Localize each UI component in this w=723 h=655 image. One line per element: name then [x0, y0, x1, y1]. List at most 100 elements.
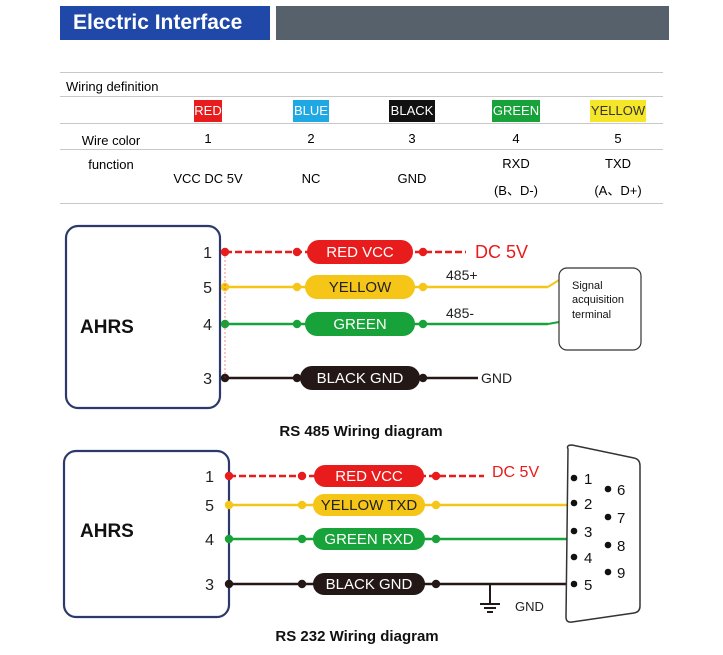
pin-number: 5 — [614, 131, 622, 146]
wire-terminal-dot — [297, 471, 307, 481]
color-swatch-red: RED — [194, 100, 222, 122]
wire-pill-label: YELLOW — [329, 279, 392, 296]
db9-connector — [565, 444, 641, 623]
color-swatch-yellow: YELLOW — [590, 100, 646, 122]
wire-terminal-dot — [292, 247, 302, 257]
function-text: VCC DC 5V — [173, 171, 243, 186]
connector-pin-label: 9 — [617, 565, 625, 582]
wire-pill — [313, 494, 425, 516]
a-line-label: 485+ — [446, 267, 478, 283]
connector-pin-label: 3 — [584, 524, 592, 541]
connector-pin-dot — [604, 513, 612, 521]
function-text: GND — [397, 171, 427, 186]
gnd-label: GND — [515, 599, 544, 614]
connector-pin-dot — [604, 541, 612, 549]
table-rule — [60, 203, 663, 204]
wire-pill-label: RED VCC — [326, 244, 394, 261]
wire-terminal-dot — [292, 319, 302, 329]
wire-pill-label: GREEN — [333, 316, 386, 333]
row-label-wire-color: Wire color — [81, 133, 141, 148]
power-label: DC 5V — [475, 242, 528, 262]
power-label: DC 5V — [492, 464, 539, 481]
table-caption: Wiring definition — [66, 79, 159, 94]
table-rule — [60, 96, 663, 97]
function-text: (A、D+) — [594, 183, 642, 198]
pin-number: 4 — [203, 317, 212, 334]
wire-pill-label: BLACK GND — [317, 370, 404, 387]
table-rule — [60, 72, 663, 73]
connector-pin-label: 5 — [584, 577, 592, 594]
wire-terminal-dot — [297, 534, 307, 544]
table-rule — [60, 149, 663, 150]
terminal-label-line-1: Signal — [572, 280, 603, 292]
connector-pin-label: 8 — [617, 538, 625, 555]
terminal-label-line-3: terminal — [572, 309, 611, 321]
connector-pin-label: 2 — [584, 496, 592, 513]
pin-number: 1 — [203, 245, 212, 262]
wire-pill-label: YELLOW TXD — [321, 497, 418, 514]
wire-pill — [300, 366, 420, 390]
function-text: TXD — [605, 156, 631, 171]
pin-number: 3 — [408, 131, 416, 146]
section-header: Electric Interface — [60, 6, 669, 40]
pin-number: 5 — [205, 498, 214, 515]
connector-pin-label: 4 — [584, 550, 592, 567]
pin-number: 5 — [203, 280, 212, 297]
wire-terminal-dot — [224, 579, 234, 589]
wire-line — [547, 321, 560, 325]
connector-pin-dot — [604, 485, 612, 493]
wire-terminal-dot — [220, 282, 230, 292]
connector-pin-label: 1 — [584, 471, 592, 488]
section-title: Electric Interface — [60, 6, 276, 40]
wire-terminal-dot — [418, 282, 428, 292]
wire-pill — [313, 573, 425, 595]
row-label-function: function — [88, 157, 134, 172]
ahrs-device-box — [62, 449, 231, 619]
pin-number: 4 — [205, 532, 214, 549]
wire-terminal-dot — [297, 579, 307, 589]
signal-acquisition-terminal — [558, 267, 642, 351]
connector-pin-dot — [570, 580, 578, 588]
pin-number: 1 — [204, 131, 212, 146]
pin-number: 2 — [307, 131, 315, 146]
wire-terminal-dot — [224, 471, 234, 481]
color-swatch-black: BLACK — [389, 100, 435, 122]
function-text: RXD — [502, 156, 530, 171]
wire-terminal-dot — [431, 534, 441, 544]
wire-terminal-dot — [292, 282, 302, 292]
pin-number: 4 — [512, 131, 520, 146]
connector-pin-label: 7 — [617, 510, 625, 527]
ahrs-label: AHRS — [80, 317, 134, 338]
connector-pin-dot — [570, 474, 578, 482]
function-text: NC — [301, 171, 321, 186]
wire-pill — [305, 275, 415, 299]
wire-pill-label: GREEN RXD — [324, 531, 413, 548]
wire-terminal-dot — [431, 579, 441, 589]
connector-pin-dot — [570, 527, 578, 535]
connector-pin-dot — [570, 499, 578, 507]
pin-number: 3 — [203, 371, 212, 388]
wire-terminal-dot — [431, 500, 441, 510]
table-rule — [60, 123, 663, 124]
wire-pill — [314, 465, 424, 487]
terminal-label-line-2: acquisition — [572, 294, 624, 306]
connector-pin-dot — [604, 568, 612, 576]
b-line-label: 485- — [446, 305, 474, 321]
ahrs-label: AHRS — [80, 521, 134, 542]
rs232-caption: RS 232 Wiring diagram — [275, 628, 438, 645]
wire-pill — [313, 528, 425, 550]
color-swatch-green: GREEN — [492, 100, 540, 122]
wire-terminal-dot — [297, 500, 307, 510]
wire-terminal-dot — [418, 373, 428, 383]
color-swatch-blue: BLUE — [293, 100, 329, 122]
wire-pill-label: BLACK GND — [326, 576, 413, 593]
gnd-label: GND — [481, 370, 512, 386]
pin-number: 3 — [205, 577, 214, 594]
wire-terminal-dot — [292, 373, 302, 383]
wire-pill — [305, 312, 415, 336]
wire-terminal-dot — [224, 500, 234, 510]
wire-terminal-dot — [418, 247, 428, 257]
wire-terminal-dot — [418, 319, 428, 329]
